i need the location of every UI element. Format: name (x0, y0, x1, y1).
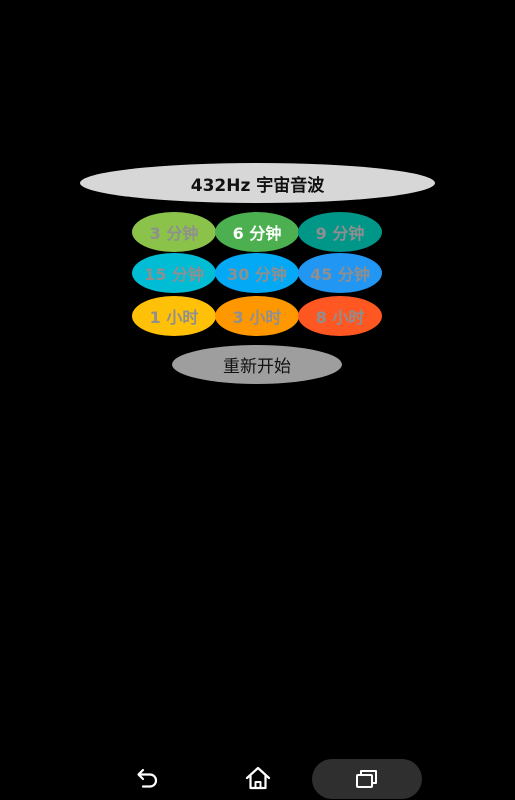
nav-back-button[interactable] (118, 756, 178, 800)
restart-button[interactable]: 重新开始 (172, 345, 342, 384)
restart-label: 重新开始 (223, 357, 291, 377)
timer-label: 45 分钟 (310, 265, 370, 284)
nav-recent-apps-button[interactable] (312, 759, 422, 799)
timer-button-15min[interactable]: 15 分钟 (132, 253, 216, 293)
system-navigation-bar (0, 756, 515, 800)
timer-label: 15 分钟 (144, 265, 204, 284)
title-pill[interactable]: 432Hz 宇宙音波 (80, 163, 435, 203)
timer-label: 8 小时 (315, 308, 365, 327)
title-label: 432Hz 宇宙音波 (190, 175, 325, 196)
timer-label: 30 分钟 (227, 265, 287, 284)
timer-button-30min[interactable]: 30 分钟 (215, 253, 299, 293)
recent-apps-icon (356, 770, 377, 788)
timer-label: 9 分钟 (315, 224, 365, 243)
timer-button-8hour[interactable]: 8 小时 (298, 296, 382, 336)
timer-label: 6 分钟 (232, 224, 282, 243)
timer-button-1hour[interactable]: 1 小时 (132, 296, 216, 336)
timer-button-6min[interactable]: 6 分钟 (215, 212, 299, 252)
back-arrow-icon (137, 768, 158, 788)
timer-button-3hour[interactable]: 3 小时 (215, 296, 299, 336)
timer-label: 3 小时 (232, 308, 282, 327)
timer-label: 3 分钟 (149, 224, 199, 243)
timer-label: 1 小时 (149, 308, 199, 327)
nav-home-button[interactable] (228, 756, 288, 800)
timer-button-45min[interactable]: 45 分钟 (298, 253, 382, 293)
home-icon (245, 766, 271, 790)
timer-button-9min[interactable]: 9 分钟 (298, 212, 382, 252)
timer-button-3min[interactable]: 3 分钟 (132, 212, 216, 252)
